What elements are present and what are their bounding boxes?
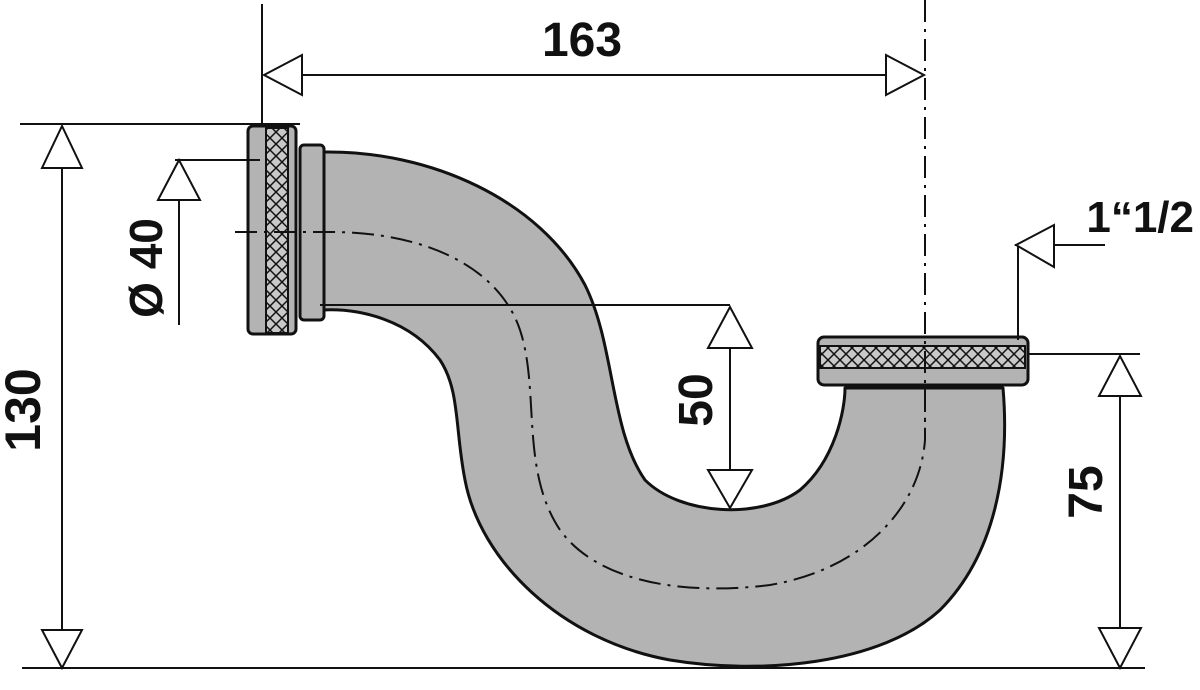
label-diameter-40: Ø 40 [120, 218, 172, 318]
arrow-75-top [1097, 353, 1143, 397]
arrow-thread [1013, 223, 1055, 269]
label-75: 75 [1060, 465, 1113, 518]
centerlines [235, 0, 926, 590]
dimension-labels: 163 130 Ø 40 50 75 1“1/2 [0, 14, 1194, 519]
arrow-163-left [261, 53, 303, 97]
label-130: 130 [0, 368, 51, 451]
dimension-lines [20, 4, 1145, 671]
arrow-50-bottom [706, 469, 754, 510]
pipe-body [246, 124, 1030, 668]
inlet-seal [265, 127, 289, 334]
arrow-130-top [40, 123, 84, 169]
pipe-centerline [235, 231, 926, 590]
arrow-40 [156, 157, 202, 201]
s-bend-tube [320, 150, 1007, 668]
arrow-163-right [885, 53, 927, 97]
label-50: 50 [670, 373, 723, 426]
arrow-75-bottom [1097, 627, 1143, 671]
label-thread-1-1-2: 1“1/2 [1086, 193, 1194, 242]
arrow-130-bottom [40, 629, 84, 671]
outlet-seal [819, 345, 1026, 369]
arrow-50-top [706, 304, 754, 349]
label-163: 163 [542, 14, 622, 67]
